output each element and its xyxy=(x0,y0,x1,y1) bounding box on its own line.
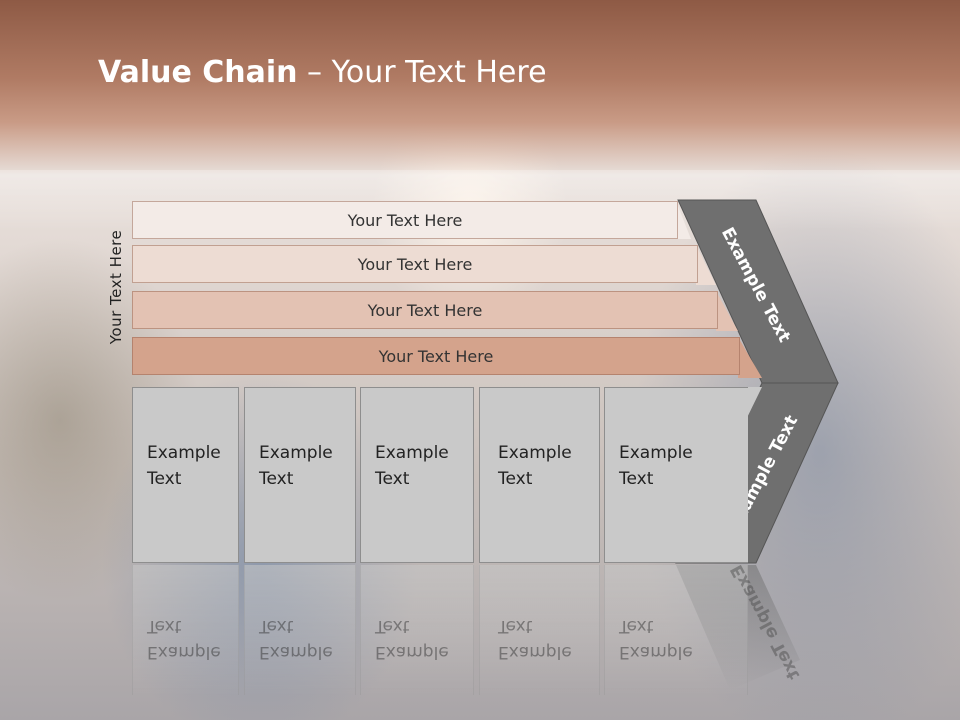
box-1-line2: Text xyxy=(147,469,182,489)
box-5-line2: Text xyxy=(619,469,654,489)
box-4-refl-line1: Example xyxy=(498,642,572,662)
box-1-line1: Example xyxy=(147,443,221,463)
title-rest: – Your Text Here xyxy=(297,55,547,90)
box-2-refl-line2: Text xyxy=(259,616,294,636)
box-5-refl-line2: Text xyxy=(619,616,654,636)
box-2[interactable]: Example Text xyxy=(244,387,356,563)
box-3-line2: Text xyxy=(375,469,410,489)
box-5[interactable]: Example Text xyxy=(604,387,748,563)
box-4-line2: Text xyxy=(498,469,533,489)
box-2-line1: Example xyxy=(259,443,333,463)
band-4-label: Your Text Here xyxy=(378,346,494,366)
band-end-4 xyxy=(738,337,762,378)
box-3[interactable]: Example Text xyxy=(360,387,474,563)
band-2-label: Your Text Here xyxy=(357,254,473,274)
box-3-refl-line1: Example xyxy=(375,642,449,662)
box-2-refl-line1: Example xyxy=(259,642,333,662)
box-2-line2: Text xyxy=(259,469,294,489)
band-1-label: Your Text Here xyxy=(347,210,463,230)
band-1[interactable]: Your Text Here xyxy=(132,201,678,239)
box-1-refl-line2: Text xyxy=(147,616,182,636)
box-4-line1: Example xyxy=(498,443,572,463)
box-3-reflection: Example Text xyxy=(360,565,474,695)
band-3[interactable]: Your Text Here xyxy=(132,291,718,329)
box-4-refl-line2: Text xyxy=(498,616,533,636)
box-1[interactable]: Example Text xyxy=(132,387,239,563)
box-1-refl-line1: Example xyxy=(147,642,221,662)
box-1-reflection: Example Text xyxy=(132,565,239,695)
title-band xyxy=(0,0,960,175)
box-5-line1: Example xyxy=(619,443,693,463)
slide-title: Value Chain – Your Text Here xyxy=(98,55,547,90)
box-3-refl-line2: Text xyxy=(375,616,410,636)
box-4[interactable]: Example Text xyxy=(479,387,600,563)
box-5-refl-line1: Example xyxy=(619,642,693,662)
band-3-label: Your Text Here xyxy=(367,300,483,320)
box-3-line1: Example xyxy=(375,443,449,463)
band-end-2 xyxy=(696,245,716,285)
box-4-reflection: Example Text xyxy=(479,565,600,695)
box-2-reflection: Example Text xyxy=(244,565,356,695)
band-end-3 xyxy=(716,291,738,331)
band-2[interactable]: Your Text Here xyxy=(132,245,698,283)
band-end-1 xyxy=(676,201,691,239)
title-bold: Value Chain xyxy=(98,55,298,90)
box-5-reflection: Example Text xyxy=(604,565,748,695)
band-4[interactable]: Your Text Here xyxy=(132,337,740,375)
